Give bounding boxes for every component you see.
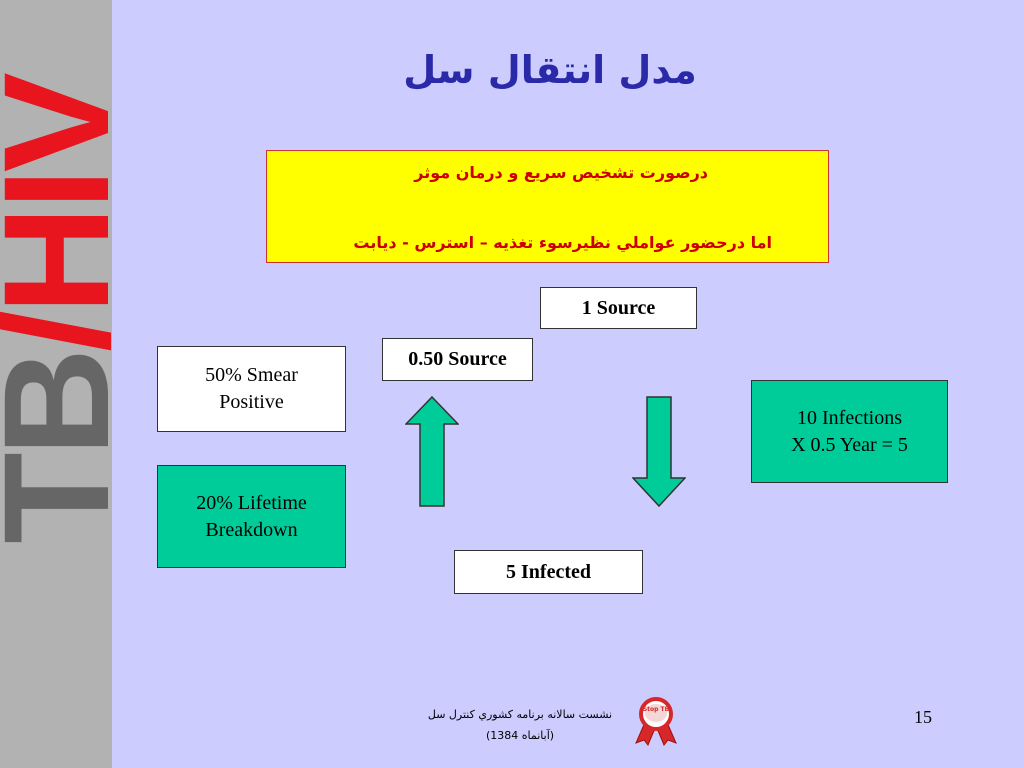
half-source-box: 0.50 Source [382,338,533,381]
sidebar-hiv: /HIV [0,76,112,352]
footer-line-1: نشست سالانه برنامه كشوري كنترل سل [427,708,613,721]
page-number: 15 [914,707,932,727]
infected-label: 5 Infected [506,560,591,583]
one-source-label: 1 Source [581,296,656,319]
tb-hiv-logo-text: TB/HIV [0,76,112,544]
smear-line-1: 50% Smear [205,364,298,386]
up-arrow-icon [405,396,459,507]
infections-line-1: 10 Infections [797,406,902,429]
condition-line-1: درصورت تشخيص سريع و درمان موثر [414,163,708,182]
sidebar-banner: TB/HIV [0,0,112,768]
half-source-label: 0.50 Source [408,348,507,370]
lifetime-line-1: 20% Lifetime [196,491,307,514]
condition-line-2: اما درحضور عواملي نظيرسوء تغذيه – استرس … [353,233,772,252]
infected-box: 5 Infected [454,550,643,594]
one-source-box: 1 Source [540,287,697,329]
stop-tb-logo-icon: Stop TB [635,697,677,746]
condition-box: درصورت تشخيص سريع و درمان موثر اما درحضو… [266,150,829,263]
infections-box: 10 Infections X 0.5 Year = 5 [751,380,948,483]
lifetime-line-2: Breakdown [205,518,298,541]
infections-line-2: X 0.5 Year = 5 [791,433,908,456]
slide-title: مدل انتقال سل [403,48,697,92]
sidebar-tb: TB [0,351,112,544]
smear-line-2: Positive [219,391,284,413]
lifetime-breakdown-box: 20% Lifetime Breakdown [157,465,346,568]
footer-caption: نشست سالانه برنامه كشوري كنترل سل (آبانم… [400,705,640,747]
logo-text: Stop TB [643,706,670,713]
down-arrow-icon [632,396,686,508]
smear-positive-box: 50% Smear Positive [157,346,346,432]
footer-line-2: (آبانماه 1384) [485,728,555,742]
